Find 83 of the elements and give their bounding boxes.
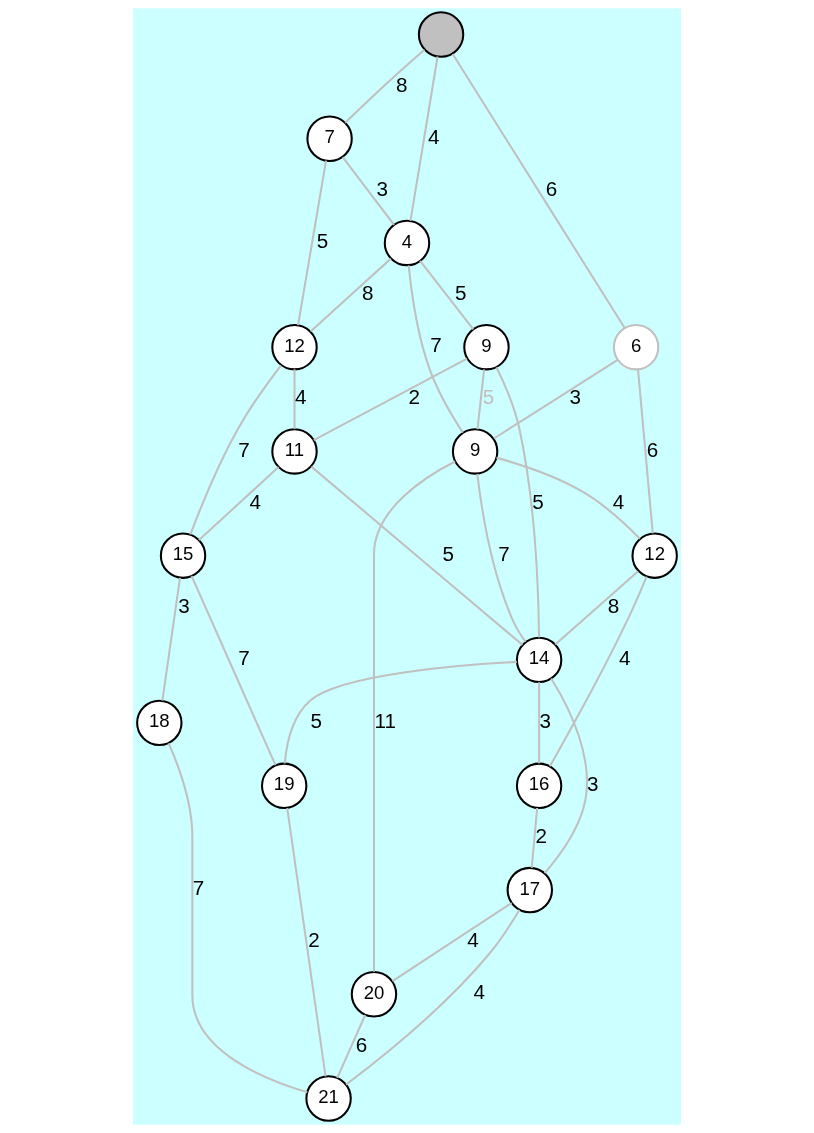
edge-label: 6 (355, 1032, 368, 1056)
node-circle: 4 (383, 219, 431, 267)
node-circle (417, 11, 465, 58)
node-circle: 11 (271, 428, 318, 475)
connector (283, 660, 517, 764)
connector (310, 465, 524, 646)
edge-label: 7 (498, 541, 510, 565)
node-circle: 20 (350, 971, 398, 1018)
node-circle: 17 (506, 866, 554, 914)
connector (189, 364, 282, 535)
connector (451, 53, 626, 329)
connector (548, 576, 648, 767)
connector (538, 682, 541, 764)
connector (167, 742, 308, 1094)
node-circle: 9 (463, 324, 510, 371)
connector (190, 575, 277, 766)
edge-label: 8 (396, 72, 408, 96)
edge-label: 5 (532, 489, 544, 513)
node-circle: 21 (305, 1075, 352, 1122)
edge-label: 7 (238, 437, 250, 461)
edge-label: 3 (587, 771, 599, 795)
connector (476, 369, 486, 430)
connector (496, 456, 641, 540)
edge-label: 7 (430, 333, 442, 357)
connector (476, 473, 527, 643)
edge-label: 8 (607, 593, 620, 617)
connector (297, 160, 328, 326)
edge-label: 3 (178, 593, 190, 617)
connector (161, 577, 181, 701)
node-circle: 12 (631, 532, 678, 579)
edge-label: 5 (316, 229, 329, 253)
edge-label: 3 (376, 177, 388, 201)
node-circle: 12 (271, 324, 318, 371)
node-circle: 14 (515, 636, 563, 684)
connector (530, 807, 539, 868)
node-circle: 15 (159, 532, 207, 579)
node-circle: 18 (136, 699, 183, 747)
edge-label: 5 (310, 709, 322, 733)
edge-label: 6 (545, 177, 558, 201)
connector (543, 678, 588, 874)
connector (407, 265, 464, 434)
edge-label: 5 (442, 541, 455, 565)
edge-label: 3 (539, 709, 552, 733)
edge-label: 4 (428, 124, 440, 148)
connector (409, 56, 439, 222)
edge-label: 4 (249, 489, 262, 513)
connector (495, 366, 541, 638)
edge-label: 4 (467, 928, 479, 952)
edge-label: 2 (408, 385, 420, 409)
connector (637, 369, 654, 534)
connector (554, 570, 639, 646)
connector (419, 260, 475, 330)
connector (391, 902, 513, 982)
edge-label: 4 (473, 980, 485, 1004)
connector (293, 369, 296, 429)
node-circle: 19 (260, 762, 308, 809)
edge-label: 8 (362, 281, 374, 305)
connector (336, 1014, 367, 1079)
connector (345, 909, 521, 1086)
edge-label: 7 (192, 876, 205, 900)
edge-label: 4 (619, 646, 631, 670)
edge-label: 5 (482, 385, 495, 409)
connector (341, 156, 395, 226)
connector (286, 808, 327, 1077)
edge-label: 6 (646, 437, 659, 461)
edge-label: 2 (535, 824, 547, 848)
connector (372, 460, 456, 972)
node-circle: 16 (515, 762, 563, 809)
node-circle: 9 (451, 428, 499, 475)
edge-label: 4 (612, 489, 625, 513)
connector (313, 357, 468, 442)
node-circle: 7 (306, 115, 353, 162)
connector (344, 48, 426, 124)
edge-label: 3 (569, 385, 581, 409)
edge-label: 5 (454, 281, 467, 305)
connector (309, 257, 392, 333)
edge-label: 11 (374, 709, 397, 733)
connector (493, 359, 619, 440)
edge-label: 2 (308, 928, 320, 952)
connector (198, 466, 280, 541)
edge-label: 7 (238, 646, 250, 670)
edge-label: 4 (294, 385, 307, 409)
node-circle: 6 (612, 324, 660, 371)
